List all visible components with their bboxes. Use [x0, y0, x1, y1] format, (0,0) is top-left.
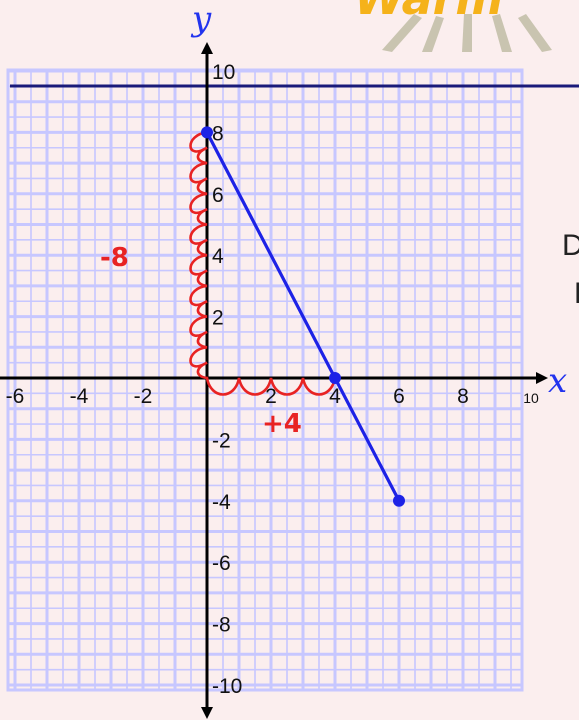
y-tick-label: -6: [212, 552, 231, 575]
x-tick-label: 4: [329, 385, 341, 408]
y-axis-arrowhead: [201, 42, 213, 54]
side-text-line-2: F: [574, 270, 579, 318]
y-tick-label: 6: [212, 184, 224, 207]
y-tick-label: -2: [212, 429, 231, 452]
y-tick-label: 4: [212, 245, 224, 268]
y-tick-label: 8: [212, 122, 224, 145]
y-tick-label: -4: [212, 491, 231, 514]
tick-labels: -6 -4 -2 2 4 6 8 10 10 8 6 4 2 -2 -4 -6 -8 -10 x y: [6, 0, 568, 698]
grid-border: [6, 68, 524, 692]
logo-text: Warm: [354, 0, 503, 25]
x-tick-label: 10: [523, 390, 539, 406]
data-point-1: [201, 126, 213, 139]
x-tick-label: 6: [393, 385, 405, 408]
run-brace: [205, 376, 337, 396]
y-axis-arrowhead-bottom: [201, 707, 213, 719]
x-tick-label: 8: [457, 385, 469, 408]
rise-annotation: -8: [100, 243, 129, 273]
run-annotation: +4: [262, 409, 302, 439]
x-tick-label: -4: [70, 385, 89, 408]
x-axis-label: x: [548, 361, 567, 401]
y-tick-label: -10: [212, 675, 242, 698]
grid: [6, 68, 524, 692]
side-text: D F: [562, 222, 579, 318]
x-tick-label: -6: [6, 385, 25, 408]
y-tick-label: 10: [212, 61, 235, 84]
axes: [0, 42, 548, 719]
y-axis-label: y: [190, 0, 212, 39]
data-point-3: [393, 494, 405, 507]
data-point-2: [329, 372, 341, 384]
x-tick-label: -2: [134, 385, 153, 408]
x-axis-arrowhead: [536, 372, 548, 384]
logo-rays: [382, 14, 552, 52]
warm-up-logo: Warm: [354, 0, 552, 52]
side-text-line-1: D: [562, 229, 579, 262]
x-tick-label: 2: [265, 385, 277, 408]
y-tick-label: 2: [212, 307, 224, 330]
series-line: [201, 126, 405, 507]
y-tick-label: -8: [212, 614, 231, 637]
annotations: -8 +4: [100, 131, 337, 439]
rise-brace: [189, 131, 209, 380]
